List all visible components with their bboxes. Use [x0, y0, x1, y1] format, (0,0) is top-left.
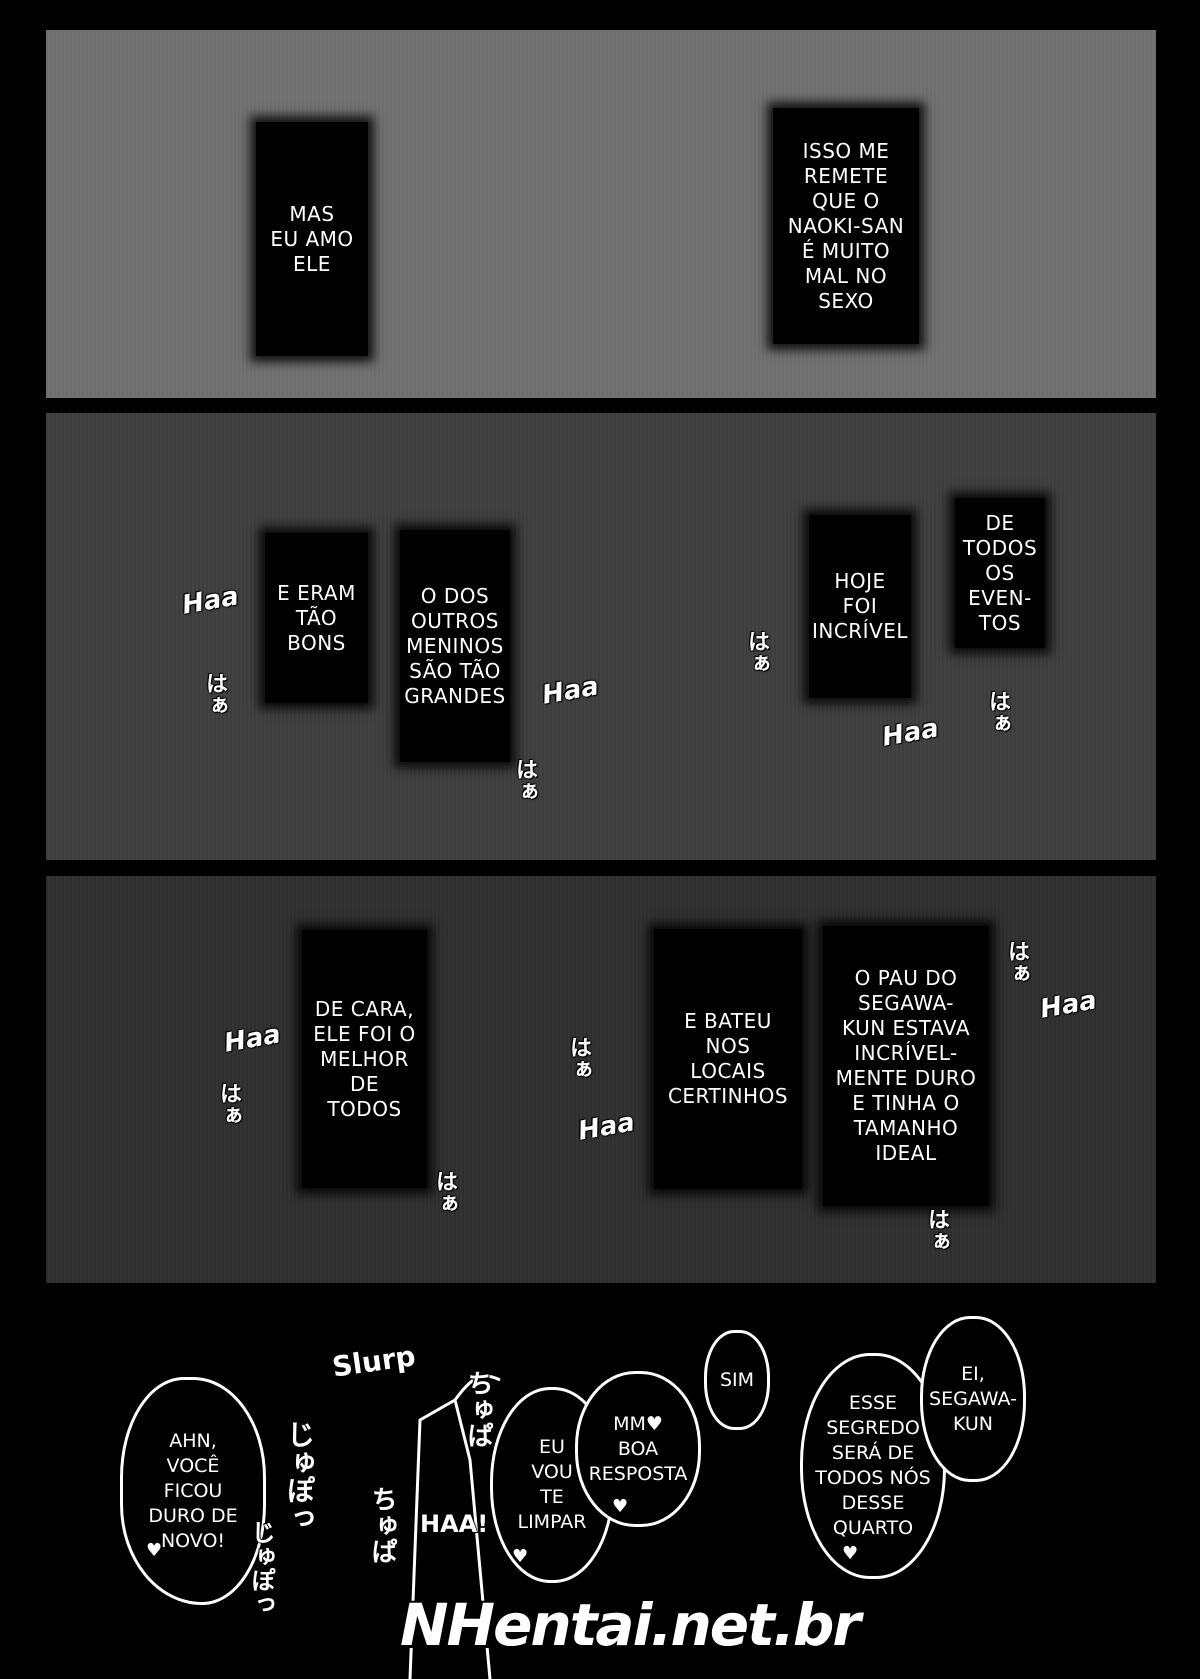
caption-box: O PAU DO SEGAWA- KUN ESTAVA INCRÍVEL- ME… — [823, 926, 989, 1206]
sfx-vertical: はぁ — [1004, 940, 1029, 984]
sfx-jupo: じゅぽっ — [283, 1420, 316, 1532]
heart-icon: ♥ — [146, 1540, 163, 1561]
caption-box: E BATEU NOS LOCAIS CERTINHOS — [654, 929, 802, 1189]
sfx-vertical: はぁ — [566, 1036, 591, 1080]
speech-bubble-eu-vou: EU VOU TE LIMPAR — [490, 1387, 614, 1583]
sfx-vertical: はぁ — [216, 1082, 241, 1126]
speech-bubble-ei-segawa: EI, SEGAWA- KUN — [920, 1316, 1026, 1482]
sfx-vertical: はぁ — [924, 1208, 949, 1252]
panel-3 — [46, 876, 1156, 1283]
watermark-logo: NHentai.net.br — [400, 1591, 861, 1659]
sfx-jupo: じゅぽっ — [247, 1520, 275, 1616]
caption-box: DE TODOS OS EVEN- TOS — [955, 498, 1045, 648]
sfx-vertical: はぁ — [512, 758, 537, 802]
caption-box: O DOS OUTROS MENINOS SÃO TÃO GRANDES — [400, 530, 510, 762]
speech-bubble-sim: SIM — [704, 1330, 770, 1430]
sfx-vertical: はぁ — [744, 630, 769, 674]
caption-box: DE CARA, ELE FOI O MELHOR DE TODOS — [302, 930, 427, 1188]
speech-bubble-ahn: AHN, VOCÊ FICOU DURO DE NOVO! — [120, 1377, 266, 1605]
sfx-vertical: はぁ — [985, 690, 1010, 734]
sfx-vertical: はぁ — [202, 672, 227, 716]
caption-box: HOJE FOI INCRÍVEL — [809, 515, 911, 698]
sfx-haa-exclaim: HAA! — [420, 1510, 489, 1538]
caption-box: ISSO ME REMETE QUE O NAOKI-SAN É MUITO M… — [773, 108, 919, 344]
sfx-chupa: ちゅぱ — [463, 1370, 493, 1448]
panel-1 — [46, 30, 1156, 398]
figure-lineart — [408, 1374, 501, 1679]
heart-icon: ♥ — [842, 1543, 859, 1564]
heart-icon: ♥ — [512, 1546, 529, 1567]
heart-icon: ♥ — [612, 1496, 629, 1517]
caption-box: E ERAM TÃO BONS — [265, 533, 368, 703]
sfx-chupa: ちゅぱ — [367, 1486, 397, 1564]
sfx-vertical: はぁ — [432, 1170, 457, 1214]
caption-box: MAS EU AMO ELE — [256, 122, 368, 356]
speech-bubble-mm: MM♥ BOA RESPOSTA — [575, 1371, 701, 1527]
